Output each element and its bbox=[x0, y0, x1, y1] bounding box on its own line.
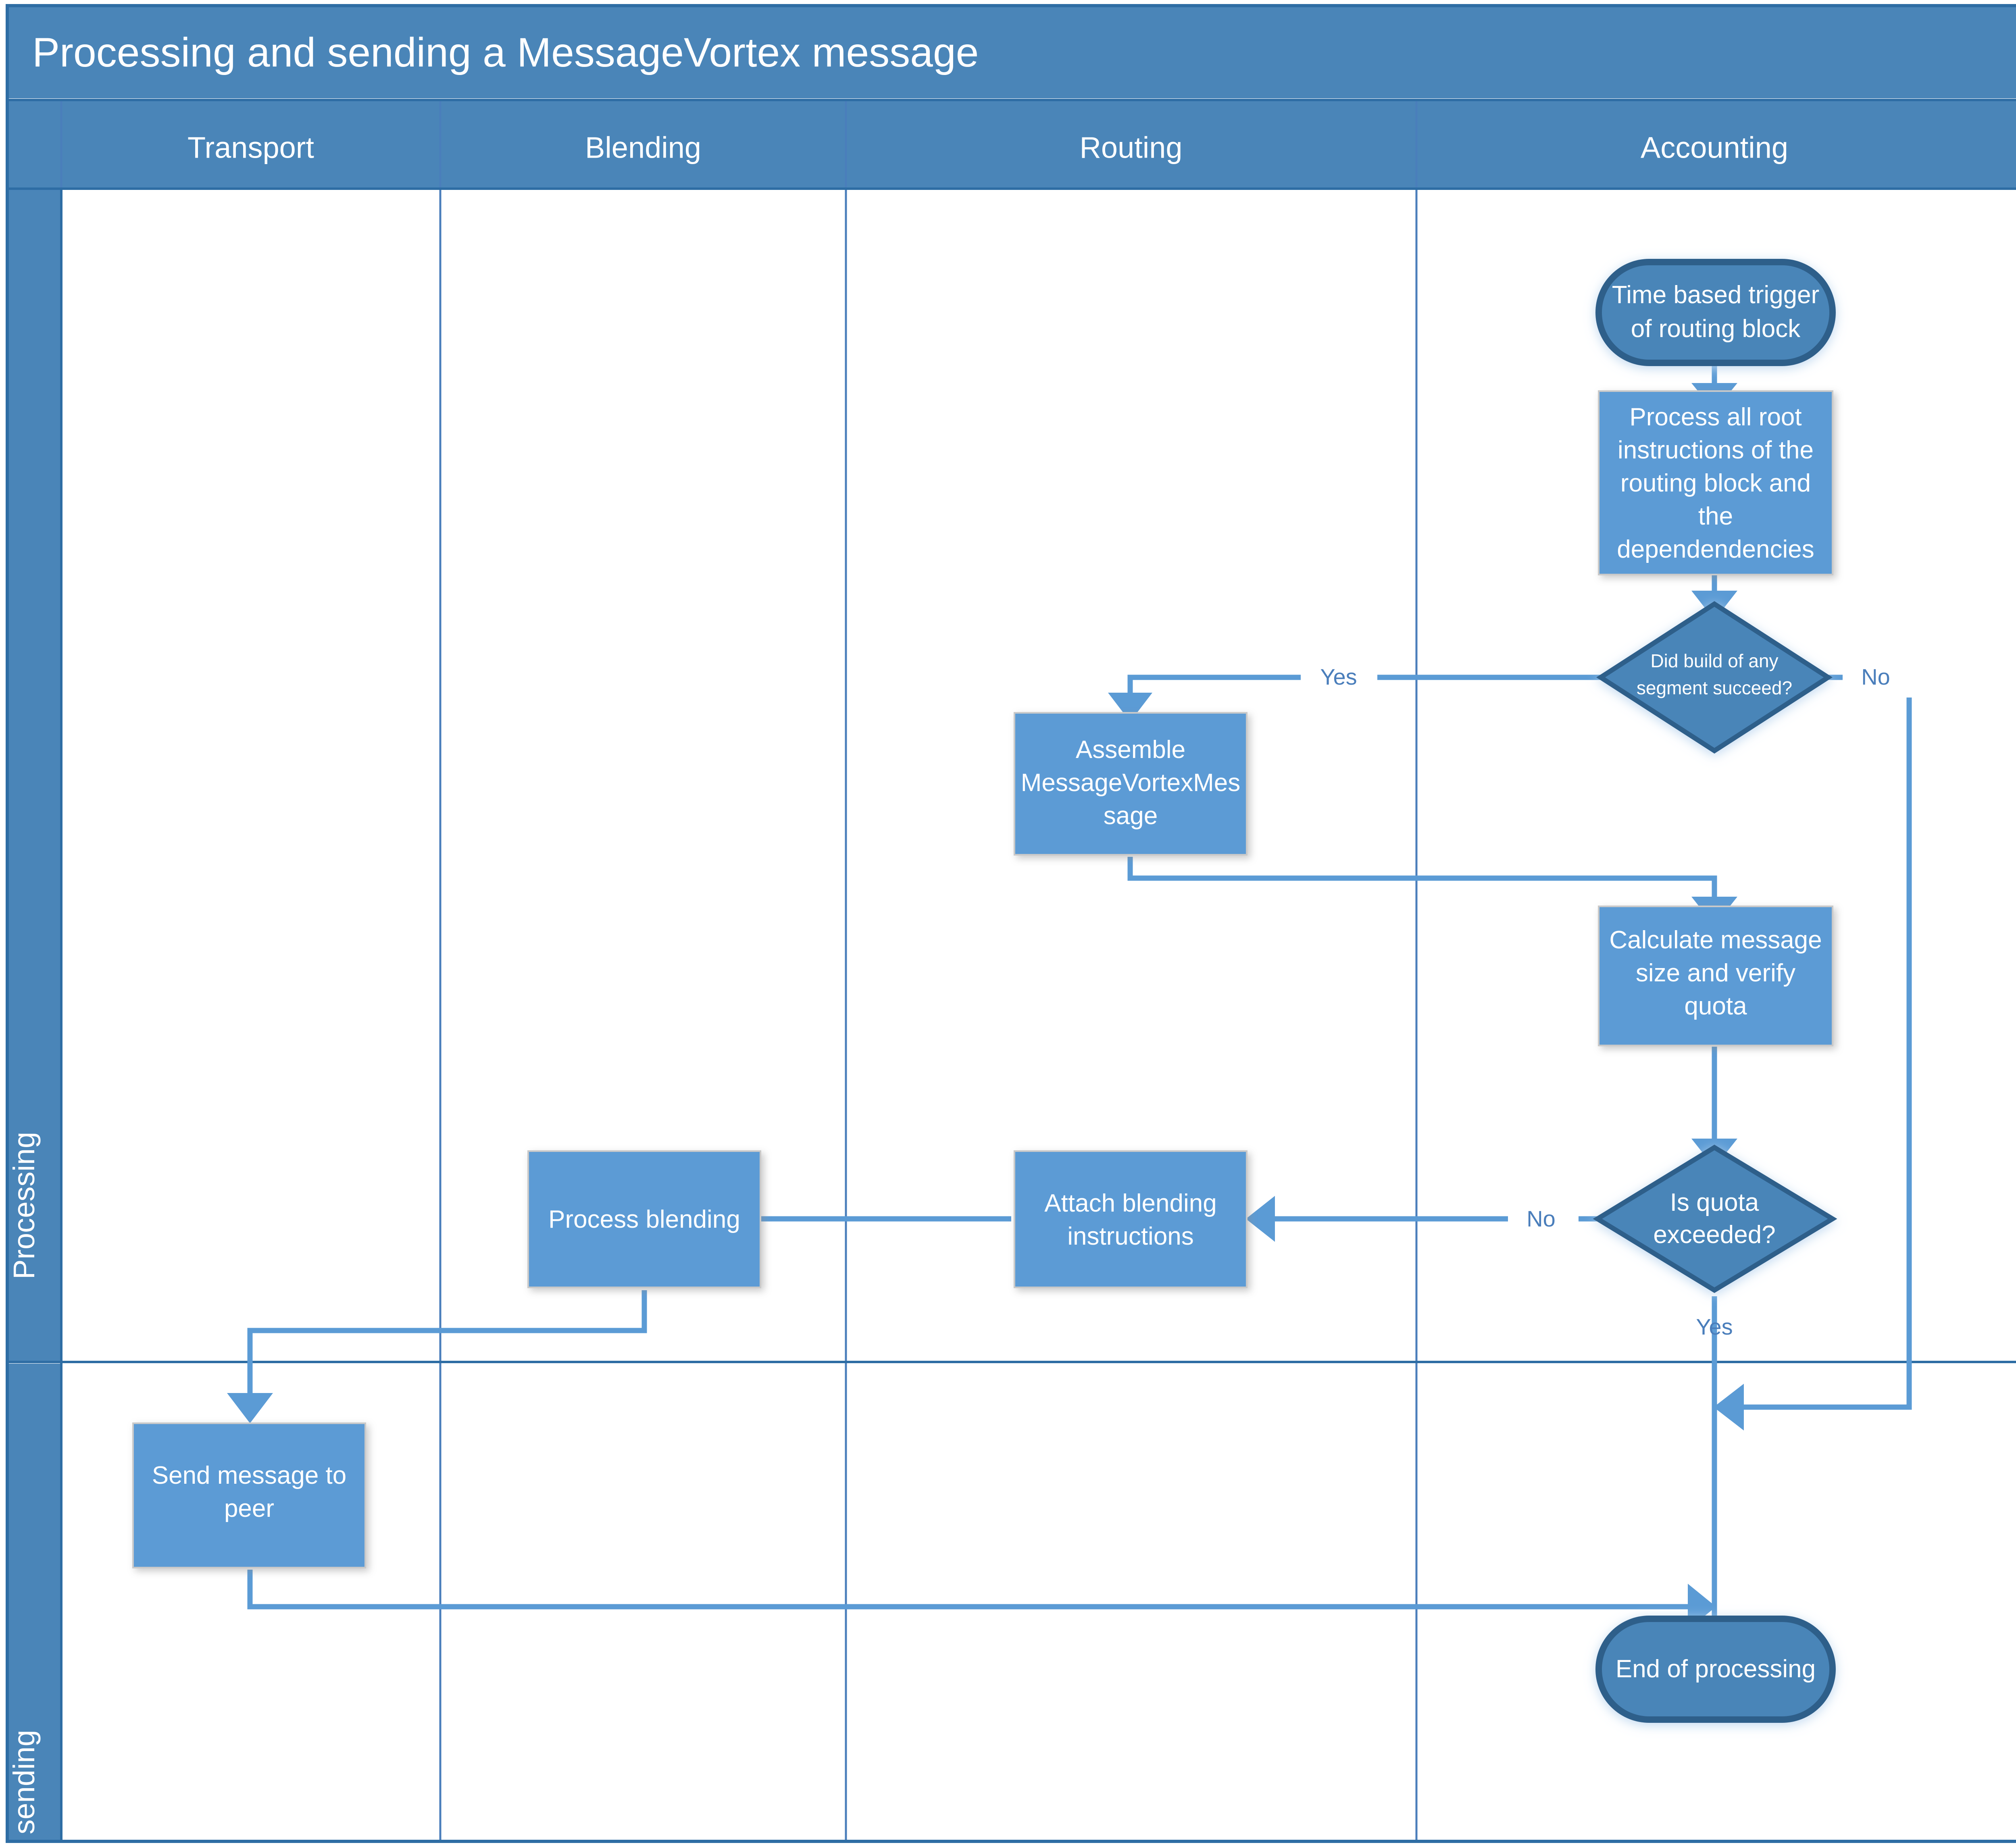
edge-label-bg-no-1 bbox=[1843, 657, 1913, 698]
arrowhead-attach-blend bbox=[1246, 1196, 1275, 1242]
node-send-peer-line-1: peer bbox=[224, 1495, 274, 1522]
page-title: Processing and sending a MessageVortex m… bbox=[32, 29, 979, 75]
node-assemble[interactable]: Assemble MessageVortexMes sage bbox=[1014, 712, 1248, 856]
phase-label-sending: sending bbox=[7, 1730, 41, 1834]
lane-header-row: Transport Blending Routing Accounting bbox=[7, 101, 2016, 187]
arrowhead-assemble bbox=[1108, 693, 1152, 722]
node-build-check[interactable]: Did build of any segment succeed? bbox=[1596, 601, 1833, 754]
node-process-root-line-1: instructions of the bbox=[1618, 436, 1814, 464]
node-start-line-0: Time based trigger bbox=[1612, 281, 1820, 309]
node-attach-blend-line-0: Attach blending bbox=[1044, 1189, 1216, 1217]
node-quota-check-shape[interactable] bbox=[1593, 1144, 1837, 1293]
node-process-blend-line-0: Process blending bbox=[548, 1206, 740, 1233]
node-build-check-shape[interactable] bbox=[1596, 601, 1833, 754]
node-assemble-shape[interactable] bbox=[1014, 712, 1248, 856]
node-attach-blend-shape[interactable] bbox=[1014, 1150, 1248, 1288]
edge-label-bg-no-2 bbox=[1508, 1198, 1579, 1239]
pool-outline bbox=[6, 4, 2016, 1843]
node-process-blend-shape[interactable] bbox=[527, 1150, 761, 1288]
nodes: Time based trigger of routing block Proc… bbox=[132, 259, 1837, 1723]
arrowhead-send-peer bbox=[227, 1393, 273, 1423]
edge-process-blend-to-send-peer bbox=[247, 1290, 647, 1395]
node-send-peer-line-0: Send message to bbox=[152, 1462, 347, 1489]
node-build-check-line-1: segment succeed? bbox=[1637, 677, 1792, 698]
phase-label-processing: Processing bbox=[7, 1132, 41, 1279]
arrowhead-merge-no bbox=[1714, 1384, 1744, 1431]
node-build-check-line-0: Did build of any bbox=[1650, 650, 1778, 671]
node-process-blend[interactable]: Process blending bbox=[527, 1150, 761, 1288]
node-assemble-line-1: MessageVortexMes bbox=[1021, 769, 1240, 797]
node-end[interactable]: End of processing bbox=[1595, 1616, 1836, 1723]
node-calc-size-line-2: quota bbox=[1684, 992, 1747, 1020]
node-start-line-1: of routing block bbox=[1631, 315, 1801, 343]
node-assemble-line-0: Assemble bbox=[1076, 736, 1185, 764]
edge-label-quota-yes: Yes bbox=[1696, 1314, 1733, 1339]
lane-header-transport: Transport bbox=[187, 131, 314, 165]
node-process-root-line-0: Process all root bbox=[1629, 403, 1801, 431]
lane-grid bbox=[6, 4, 2016, 1843]
phase-label-column: Processing sending bbox=[7, 189, 61, 1841]
lane-header-accounting: Accounting bbox=[1641, 131, 1788, 165]
edge-label-build-check-no: No bbox=[1861, 664, 1890, 689]
node-assemble-line-2: sage bbox=[1104, 802, 1158, 830]
pool-header: Processing and sending a MessageVortex m… bbox=[7, 6, 2016, 98]
edge-build-check-yes bbox=[1127, 675, 1601, 693]
node-start-shape[interactable] bbox=[1595, 259, 1836, 366]
lane-header-blending: Blending bbox=[585, 131, 701, 165]
node-end-line-0: End of processing bbox=[1616, 1655, 1816, 1683]
edge-assemble-to-calc bbox=[1127, 857, 1717, 899]
node-process-root-line-4: dependendencies bbox=[1617, 535, 1814, 563]
node-quota-check-line-1: exceeded? bbox=[1653, 1221, 1775, 1249]
node-attach-blend-line-1: instructions bbox=[1067, 1222, 1194, 1250]
node-process-root-line-2: routing block and bbox=[1620, 469, 1811, 497]
node-calc-size-shape[interactable] bbox=[1598, 906, 1833, 1046]
node-quota-check-line-0: Is quota bbox=[1670, 1189, 1759, 1216]
edge-label-quota-no: No bbox=[1527, 1206, 1556, 1231]
node-start[interactable]: Time based trigger of routing block bbox=[1595, 259, 1836, 366]
edge-label-build-check-yes: Yes bbox=[1320, 664, 1357, 689]
node-quota-check[interactable]: Is quota exceeded? bbox=[1593, 1144, 1837, 1293]
edge-send-peer-to-end bbox=[247, 1570, 1689, 1610]
edge-label-bg-yes-1 bbox=[1301, 657, 1377, 698]
node-calc-size-line-0: Calculate message bbox=[1609, 926, 1822, 954]
connectors: Yes No No Yes bbox=[227, 361, 1913, 1663]
node-send-peer-shape[interactable] bbox=[132, 1422, 366, 1568]
node-send-peer[interactable]: Send message to peer bbox=[132, 1422, 366, 1568]
node-process-root[interactable]: Process all root instructions of the rou… bbox=[1598, 390, 1833, 575]
node-attach-blend[interactable]: Attach blending instructions bbox=[1014, 1150, 1248, 1288]
node-calc-size[interactable]: Calculate message size and verify quota bbox=[1598, 906, 1833, 1046]
lane-header-band bbox=[7, 101, 2016, 187]
node-calc-size-line-1: size and verify bbox=[1636, 959, 1795, 987]
node-end-shape[interactable] bbox=[1595, 1616, 1836, 1723]
phase-band-sending bbox=[7, 1364, 61, 1841]
phase-band-processing bbox=[7, 189, 61, 1362]
lane-header-routing: Routing bbox=[1079, 131, 1182, 165]
node-process-root-shape[interactable] bbox=[1598, 390, 1833, 575]
title-band bbox=[7, 6, 2016, 98]
node-process-root-line-3: the bbox=[1698, 502, 1733, 530]
